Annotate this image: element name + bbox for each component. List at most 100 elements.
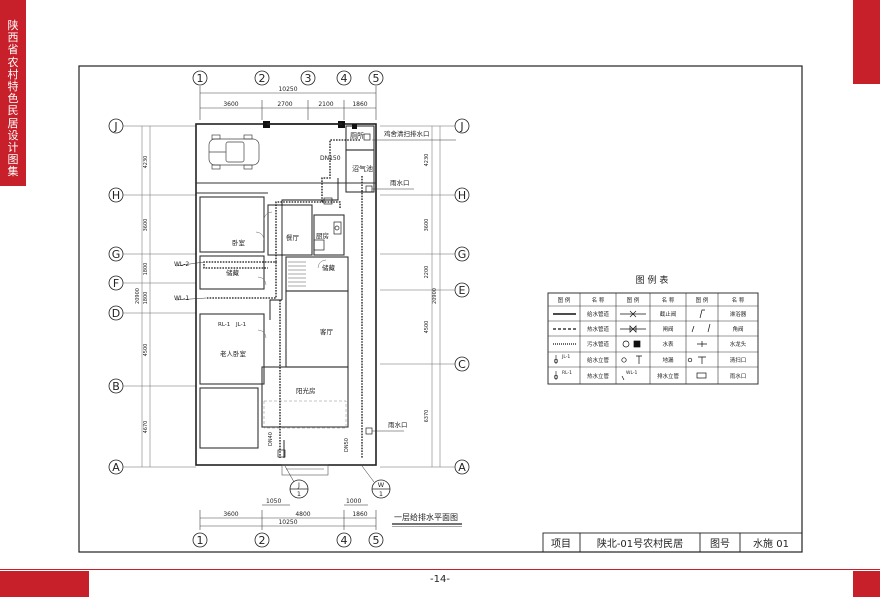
- room-storage-2: 储藏: [322, 263, 336, 272]
- left-axis-J: J: [113, 120, 117, 133]
- left-dim-5: 4500: [143, 344, 149, 357]
- note-dn50: DN50: [344, 438, 350, 452]
- top-dim-2: 2700: [277, 101, 292, 108]
- note-rain-outlet-top: 雨水口: [390, 178, 410, 187]
- room-bedroom: 卧室: [232, 238, 246, 247]
- right-axis-G: G: [458, 248, 467, 261]
- left-axis-B: B: [112, 380, 120, 393]
- top-axis-bubbles: [192, 70, 384, 86]
- entrance-steps: [281, 464, 329, 476]
- left-axis-A: A: [112, 461, 120, 474]
- top-axis-3: 3: [305, 72, 312, 85]
- note-jl1: JL-1: [235, 322, 246, 328]
- note-rl1: RL-1: [218, 322, 230, 328]
- angle-valve-symbol: [691, 323, 711, 333]
- index-w: W: [378, 481, 385, 489]
- legend-header-4: 名 称: [662, 296, 675, 304]
- legend-name-r1c1: 给水管道: [587, 310, 610, 318]
- right-axis-E: E: [459, 284, 466, 297]
- water-meter-symbol: [622, 340, 630, 348]
- legend-names: 给水管道 截止阀 淋浴器 热水管道 闸阀 角阀 污水管道 水表 水龙头 给水立管…: [587, 310, 747, 380]
- legend-name-r5c3: 雨水口: [730, 372, 747, 380]
- right-dim-2: 3600: [424, 219, 430, 232]
- rain-outlet-symbol: [696, 372, 707, 379]
- index-j-num: 1: [297, 490, 301, 498]
- legend-symbols-col3: [620, 310, 646, 381]
- right-dim-texts: 4230 3600 2200 4500 6370 20900: [424, 154, 438, 423]
- right-axis-H: H: [458, 189, 466, 202]
- legend-symbol-jl1: JL-1: [561, 354, 570, 360]
- legend-symbols-col5: [687, 309, 711, 379]
- structural-columns: [263, 121, 357, 129]
- bottom-axis-5: 5: [373, 534, 380, 547]
- legend-header-3: 图 例: [627, 296, 640, 304]
- legend-header-1: 图 例: [558, 296, 571, 304]
- left-dim-1: 4230: [143, 156, 149, 169]
- right-axis-C: C: [458, 358, 466, 371]
- page-number: -14-: [430, 574, 450, 585]
- door-swings: [255, 211, 327, 339]
- cleanout-symbol: [698, 356, 706, 364]
- top-dim-4: 1860: [352, 101, 367, 108]
- note-dn40: DN40: [268, 432, 274, 446]
- left-axis-G: G: [112, 248, 121, 261]
- right-dim-5: 6370: [424, 410, 430, 423]
- left-dim-3: 1800: [143, 263, 149, 276]
- corner-block-bottom-right: [853, 571, 880, 597]
- shower-symbol: [699, 309, 705, 319]
- top-total-dim: 10250: [278, 86, 297, 93]
- room-living: 客厅: [320, 327, 334, 336]
- faucet-symbol: [697, 341, 707, 347]
- bottom-axis-1: 1: [197, 534, 204, 547]
- bottom-total-dim: 10250: [278, 519, 297, 526]
- floor-drain-symbol: [621, 357, 627, 363]
- legend-name-r4c2: 地漏: [662, 356, 674, 364]
- legend-name-r2c1: 热水管道: [587, 325, 610, 333]
- stair: [288, 261, 306, 287]
- right-axis-J: J: [459, 120, 463, 133]
- car-icon: [208, 134, 260, 170]
- title-block-drawing-no: 水施 01: [753, 537, 789, 550]
- left-axis-leaders: [123, 125, 196, 468]
- index-j: J: [297, 481, 300, 489]
- legend-symbol-wl1: WL-1: [626, 370, 638, 376]
- title-block-drawing-no-label: 图号: [710, 538, 730, 550]
- room-storage-1: 储藏: [226, 268, 240, 277]
- room-sunroom: 阳光房: [296, 386, 316, 395]
- supply-pipes: [269, 178, 339, 458]
- footer-rule: [0, 569, 880, 570]
- plan-title: 一层给排水平面图: [394, 512, 458, 522]
- left-axis-H: H: [112, 189, 120, 202]
- top-dim-1: 3600: [223, 101, 238, 108]
- title-block: [542, 532, 803, 553]
- annotations: 鸡舍清扫排水口 DN150 雨水口 雨水口 WL-2 WL-1 RL-1 JL-…: [174, 129, 456, 452]
- legend-header-5: 图 例: [696, 296, 709, 304]
- legend-symbols-col1: [553, 313, 576, 380]
- bottom-axis-2: 2: [259, 534, 266, 547]
- left-dim-texts: 4230 3600 1800 1800 4500 4670 20900: [135, 156, 149, 434]
- corner-block-bottom-left: [0, 571, 89, 597]
- right-dim-3: 2200: [424, 266, 430, 279]
- dim-1000: 1000: [346, 498, 361, 505]
- right-axis-A: A: [458, 461, 466, 474]
- drain-riser-symbol: [621, 375, 625, 381]
- legend-name-r1c2: 截止阀: [660, 310, 677, 318]
- room-dining: 餐厅: [286, 233, 300, 242]
- left-axis-D: D: [112, 307, 120, 320]
- interior-walls: [196, 125, 376, 449]
- bottom-dimensions: [199, 510, 377, 530]
- note-cleanout: 鸡舍清扫排水口: [384, 129, 430, 138]
- left-axis-F: F: [113, 277, 119, 290]
- legend-header-2: 名 称: [592, 296, 605, 304]
- legend-name-r2c2: 闸阀: [662, 325, 673, 333]
- sunroom-outline: [263, 400, 347, 429]
- room-toilet: 厕所: [350, 131, 364, 140]
- drain-pipes: [203, 139, 363, 458]
- legend-name-r3c1: 污水管道: [587, 340, 610, 348]
- room-septic: 沼气池: [352, 164, 373, 173]
- title-block-project-name: 陕北-01号农村民居: [597, 537, 683, 550]
- legend-name-r4c1: 给水立管: [587, 356, 610, 364]
- bottom-axis-bubbles: [192, 532, 384, 548]
- side-title-band: 陕西省农村特色民居设计图集: [0, 0, 26, 186]
